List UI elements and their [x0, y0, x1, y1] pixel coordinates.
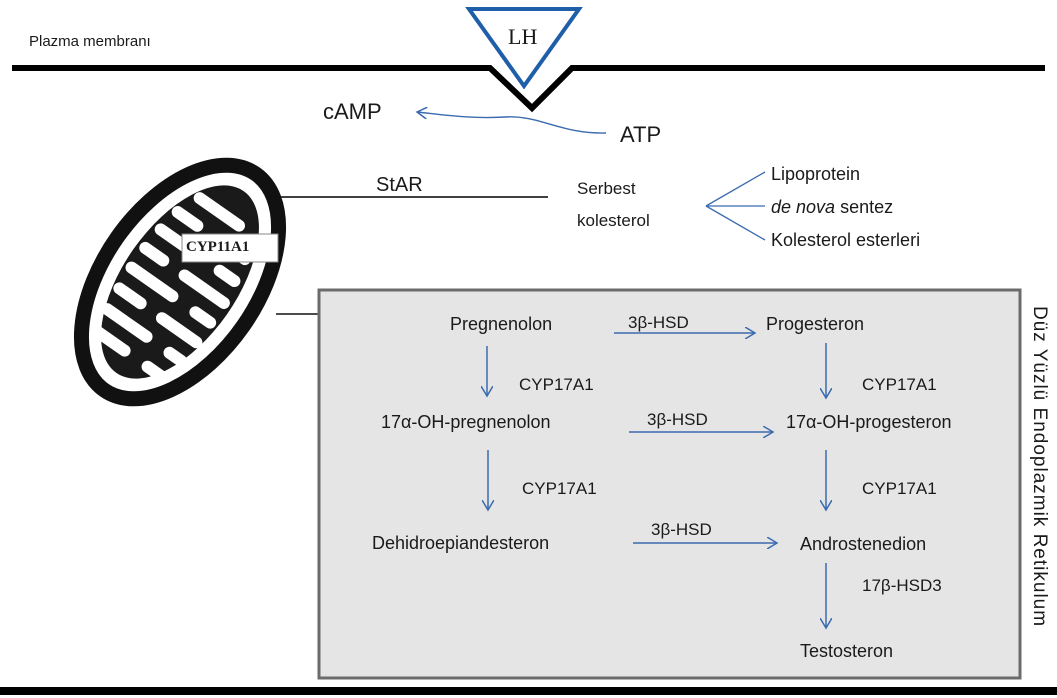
testosterone-label: Testosteron	[800, 641, 894, 661]
lh-label: LH	[508, 24, 538, 49]
atp-camp-arrow	[417, 112, 607, 134]
enzyme-17bhsd3: 17β-HSD3	[862, 576, 942, 595]
plasma-membrane-label: Plazma membranı	[29, 33, 151, 50]
oh-progesterone-label: 17α-OH-progesteron	[786, 412, 952, 432]
pregnenolone-label: Pregnenolon	[450, 314, 553, 334]
plasma-membrane-line	[12, 65, 1045, 113]
enzyme-cyp17-3: CYP17A1	[522, 479, 597, 498]
cyp11a1-box	[181, 233, 279, 263]
enzyme-3bhsd-1: 3β-HSD	[628, 313, 689, 332]
source-de-novo-italic: de nova	[771, 197, 836, 217]
cholesterol-source-lines	[705, 171, 766, 241]
source-lipoprotein: Lipoprotein	[771, 164, 861, 184]
enzyme-cyp17-1: CYP17A1	[519, 375, 594, 394]
cyp11a1-label: CYP11A1	[186, 239, 250, 255]
lh-triangle	[465, 7, 583, 90]
androstenedione-label: Androstenedion	[800, 534, 927, 554]
source-cholesterol-esters: Kolesterol esterleri	[771, 230, 921, 250]
source-de-novo-text: sentez	[835, 197, 894, 217]
er-box	[317, 288, 1022, 680]
oh-pregnenolone-label: 17α-OH-pregnenolon	[381, 412, 551, 432]
free-cholesterol-line2: kolesterol	[577, 211, 650, 230]
enzyme-3bhsd-2: 3β-HSD	[647, 410, 708, 429]
source-de-novo: de nova sentez	[771, 198, 893, 216]
progesterone-label: Progesteron	[766, 314, 865, 334]
mitochondrion	[73, 157, 287, 407]
dhea-label: Dehidroepiandesteron	[372, 533, 550, 553]
enzyme-cyp17-2: CYP17A1	[862, 375, 937, 394]
enzyme-3bhsd-3: 3β-HSD	[651, 520, 712, 539]
free-cholesterol-line1: Serbest	[577, 179, 636, 198]
atp-label: ATP	[620, 122, 662, 147]
camp-label: cAMP	[323, 99, 382, 124]
er-vertical-label: Düz Yüzlü Endoplazmik Retikulum	[1029, 306, 1050, 628]
enzyme-cyp17-4: CYP17A1	[862, 479, 937, 498]
star-label: StAR	[376, 174, 423, 196]
